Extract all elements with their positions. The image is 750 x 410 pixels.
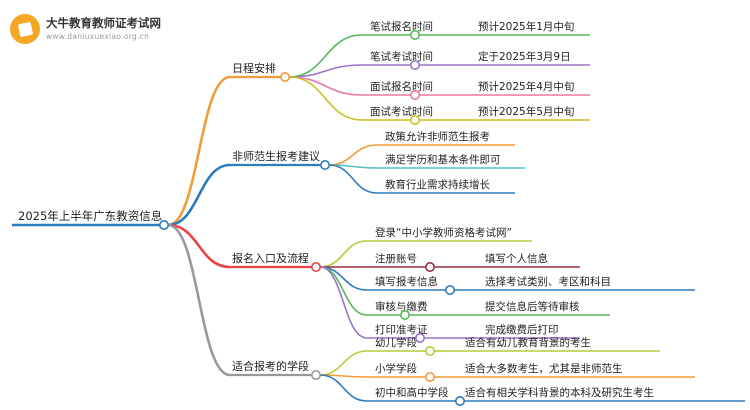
child-link	[288, 64, 363, 78]
child-node	[409, 115, 420, 126]
branch-label: 报名入口及流程	[232, 251, 309, 265]
child-link	[319, 374, 368, 402]
branch-node	[319, 160, 330, 171]
child-node	[424, 345, 435, 356]
child-link	[328, 144, 378, 166]
child-label: 小学学段	[375, 362, 417, 375]
branch-link	[167, 223, 231, 377]
child-node	[409, 90, 420, 101]
detail-label: 预计2025年4月中旬	[478, 80, 574, 93]
child-node	[444, 284, 455, 295]
child-link	[319, 240, 368, 268]
child-link	[319, 266, 368, 339]
branch-label: 日程安排	[232, 61, 276, 75]
child-label: 面试考试时间	[370, 105, 433, 118]
root-label: 2025年上半年广东教资信息	[18, 209, 162, 223]
child-label: 填写报考信息	[375, 275, 438, 288]
detail-label: 选择考试类别、考区和科目	[485, 275, 611, 288]
mindmap-links	[12, 34, 745, 402]
child-label: 注册账号	[375, 252, 417, 265]
child-link	[319, 350, 368, 376]
child-link	[288, 76, 363, 96]
child-label: 满足学历和基本条件即可	[385, 153, 501, 166]
book-icon	[10, 14, 40, 44]
brand-subtitle: www.daniuxuexiao.org.cn	[46, 32, 150, 41]
child-link	[288, 34, 363, 78]
branch-node	[279, 72, 290, 83]
root-node	[159, 220, 170, 231]
detail-label: 适合大多数考生，尤其是非师范生	[465, 362, 623, 375]
child-node	[409, 59, 420, 70]
child-node	[454, 395, 465, 406]
child-label: 幼儿学段	[375, 336, 417, 349]
child-label: 笔试考试时间	[370, 50, 433, 63]
mindmap-nodes: 2025年上半年广东教资信息 日程安排 笔试报名时间 预计2025年1月中旬笔试考试时…	[18, 20, 654, 406]
child-label: 审核与缴费	[375, 300, 428, 313]
branch-link	[167, 75, 231, 227]
child-node	[399, 309, 410, 320]
child-label: 登录“中小学教师资格考试网”	[375, 226, 512, 239]
branch-label: 适合报考的学段	[232, 359, 309, 373]
child-link	[288, 76, 363, 121]
brand-logo: 大牛教育教师证考试网 www.daniuxuexiao.org.cn	[10, 14, 161, 44]
child-link	[319, 266, 368, 316]
child-label: 面试报名时间	[370, 80, 433, 93]
detail-label: 适合有幼儿教育背景的考生	[465, 336, 591, 349]
branch-label: 非师范生报考建议	[232, 149, 320, 163]
brand-title: 大牛教育教师证考试网	[46, 16, 161, 30]
child-label: 教育行业需求持续增长	[385, 178, 490, 191]
child-node	[409, 29, 420, 40]
detail-label: 适合有相关学科背景的本科及研究生考生	[465, 386, 654, 399]
detail-label: 预计2025年5月中旬	[478, 105, 574, 118]
detail-label: 完成缴费后打印	[485, 323, 559, 336]
child-label: 笔试报名时间	[370, 20, 433, 33]
child-node	[424, 371, 435, 382]
branch-link	[167, 163, 231, 227]
child-node	[414, 332, 425, 343]
branch-link	[167, 223, 231, 269]
detail-label: 填写个人信息	[485, 252, 548, 265]
child-label: 初中和高中学段	[375, 386, 449, 399]
detail-label: 提交信息后等待审核	[485, 300, 580, 313]
child-label: 政策允许非师范生报考	[385, 130, 490, 143]
child-link	[328, 164, 378, 194]
branch-node	[310, 369, 321, 380]
branch-node	[310, 261, 321, 272]
detail-label: 预计2025年1月中旬	[478, 20, 574, 33]
child-node	[424, 261, 435, 272]
child-label: 打印准考证	[375, 323, 428, 336]
detail-label: 定于2025年3月9日	[478, 50, 571, 63]
